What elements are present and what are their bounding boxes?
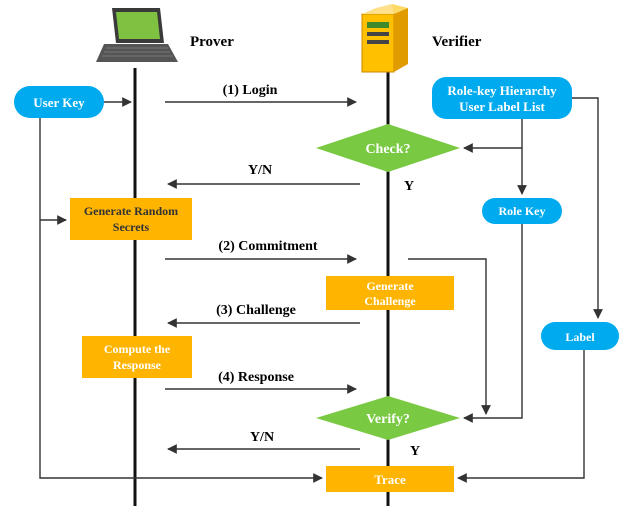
verify-yes-label: Y <box>410 444 420 459</box>
compute-response-box <box>82 336 192 378</box>
role-key-node <box>482 198 562 224</box>
check-diamond <box>316 124 460 172</box>
label-node-text: Label <box>565 330 595 344</box>
generate-challenge-line2: Challenge <box>364 294 416 308</box>
yn-bottom-label: Y/N <box>250 430 274 445</box>
role-key-hierarchy-line2: User Label List <box>459 99 545 114</box>
role-key-hierarchy-node <box>432 77 572 119</box>
label-node <box>541 322 619 350</box>
verify-diamond <box>316 396 460 440</box>
generate-secrets-line1: Generate Random <box>84 204 178 218</box>
commitment-label: (2) Commitment <box>218 239 317 254</box>
login-label: (1) Login <box>223 83 278 98</box>
label-to-trace-connector <box>457 350 585 483</box>
hierarchy-to-check-connector <box>463 119 523 153</box>
verify-label: Verify? <box>366 412 410 427</box>
check-yes-label: Y <box>404 179 414 194</box>
response-label: (4) Response <box>218 370 294 385</box>
role-key-hierarchy-line1: Role-key Hierarchy <box>447 83 557 98</box>
hierarchy-to-label-connector <box>572 97 603 319</box>
challenge-label: (3) Challenge <box>216 303 296 318</box>
compute-response-line2: Response <box>113 358 162 372</box>
commitment-to-verify-connector <box>408 258 491 415</box>
trace-label: Trace <box>374 472 406 487</box>
generate-challenge-box <box>326 276 454 310</box>
trace-box <box>326 466 454 492</box>
laptop-icon <box>96 8 178 62</box>
generate-secrets-line2: Secrets <box>113 220 150 234</box>
server-icon <box>361 4 408 73</box>
check-label: Check? <box>365 142 410 157</box>
verifier-title: Verifier <box>432 34 482 50</box>
compute-response-line1: Compute the <box>104 342 171 356</box>
generate-secrets-box <box>70 198 192 240</box>
role-key-to-verify-connector <box>463 224 523 423</box>
yn-top-label: Y/N <box>248 163 272 178</box>
prover-title: Prover <box>190 34 234 50</box>
user-key-to-trace-connector <box>39 118 323 483</box>
user-key-node <box>14 86 104 118</box>
generate-challenge-line1: Generate <box>366 279 414 293</box>
user-key-label: User Key <box>33 95 85 110</box>
role-key-label: Role Key <box>499 204 546 218</box>
